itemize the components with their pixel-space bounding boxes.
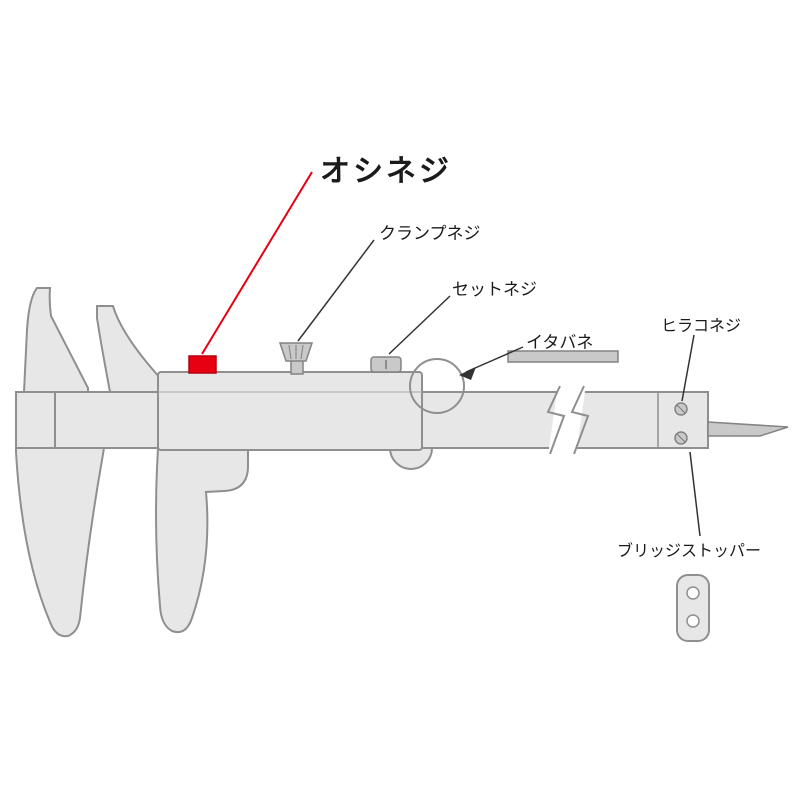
set-screw-leader-line: [388, 295, 451, 355]
oshineji-label: オシネジ: [320, 154, 452, 189]
lower-movable-jaw: [155, 447, 249, 634]
upper-fixed-jaw: [22, 287, 89, 393]
clamp-screw-label: クランプネジ: [379, 224, 481, 244]
set-screw: [370, 356, 402, 373]
oshineji-leader-line: [201, 171, 313, 355]
lower-fixed-jaw: [15, 447, 106, 638]
thumb-rest: [388, 447, 434, 470]
leaf-spring-label: イタバネ: [526, 333, 593, 353]
caliper-body: [15, 287, 789, 642]
leader-lines: [201, 171, 701, 537]
bridge-stopper-label: ブリッジストッパー: [617, 541, 761, 560]
bridge-stopper-body: [676, 574, 710, 642]
flat-screws: [674, 402, 688, 445]
callout-circle: [409, 358, 465, 414]
leaf-spring-arrowhead: [459, 367, 476, 380]
clamp-screw-leader-line: [297, 239, 375, 342]
bridge-stopper-hole-top: [686, 586, 700, 600]
flat-screw-top-slot: [676, 404, 686, 414]
push-screw: [188, 355, 217, 374]
bridge-stopper-hole-bottom: [686, 614, 700, 628]
depth-rod: [707, 421, 789, 437]
upper-movable-jaw: [96, 305, 163, 393]
set-screw-label: セットネジ: [452, 280, 537, 300]
leaf-spring-bar: [507, 350, 619, 363]
flat-screw-bottom-slot: [676, 433, 686, 443]
clamp-knurl-line: [288, 344, 292, 360]
bridge-stopper-plate: [676, 574, 710, 642]
bridge-stopper-leader-line: [689, 451, 701, 537]
clamp-screw: [278, 342, 314, 375]
flat-screw-leader-line: [681, 334, 695, 402]
break-zigzag-right: [570, 385, 590, 455]
clamp-knurl-line: [300, 344, 304, 360]
labels: オシネジ クランプネジ セットネジ イタバネ ヒラコネジ ブリッジストッパー: [320, 154, 761, 560]
break-zigzag-left: [546, 385, 566, 455]
flat-screw-label: ヒラコネジ: [661, 316, 741, 335]
slider-body: [157, 371, 423, 451]
